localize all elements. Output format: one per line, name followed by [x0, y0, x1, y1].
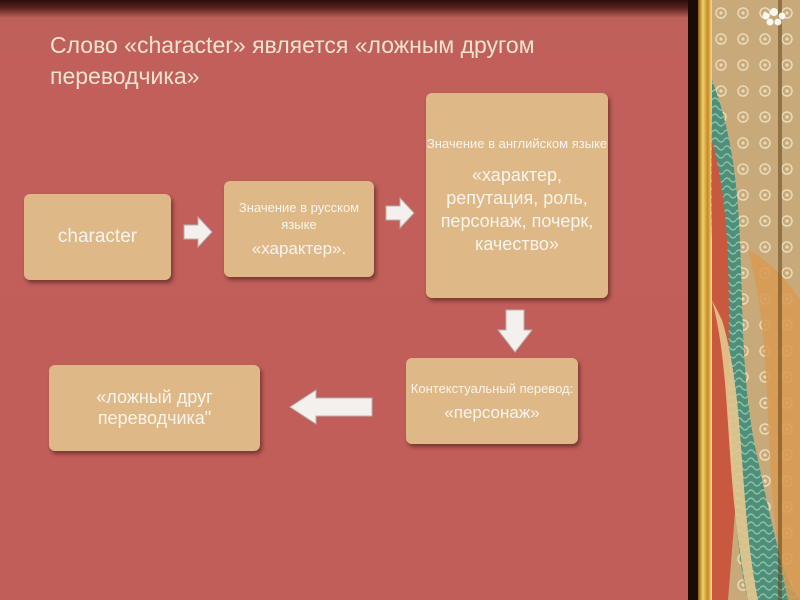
box-false-friend-text: «ложный друг переводчика" [96, 387, 213, 428]
box-english-meaning: Значение в английском языке «характер, р… [426, 93, 608, 298]
arrow-right-icon [385, 196, 415, 230]
slide-title: Слово «character» является «ложным друго… [50, 32, 535, 89]
flower-ornament-icon [762, 8, 786, 26]
box-contextual-translation: Контекстуальный перевод: «персонаж» [406, 358, 578, 444]
decorative-side-panel [688, 0, 800, 600]
box-character: character [24, 194, 171, 280]
box-character-text: character [57, 226, 138, 247]
arrow-down-icon [496, 309, 534, 353]
box-english-heading: Значение в английском языке [426, 136, 608, 151]
decorative-pattern [688, 0, 800, 600]
box-russian-heading: Значение в русском языке [238, 200, 360, 232]
arrow-right-icon [183, 215, 213, 249]
arrow-left-icon [289, 389, 373, 425]
box-context-heading: Контекстуальный перевод: [410, 380, 574, 396]
box-false-friend: «ложный друг переводчика" [49, 365, 260, 451]
box-english-value: «характер, репутация, роль, персонаж, по… [440, 165, 594, 254]
box-context-value: «персонаж» [444, 402, 540, 422]
box-russian-meaning: Значение в русском языке «характер». [224, 181, 374, 277]
box-russian-value: «характер». [251, 239, 347, 258]
